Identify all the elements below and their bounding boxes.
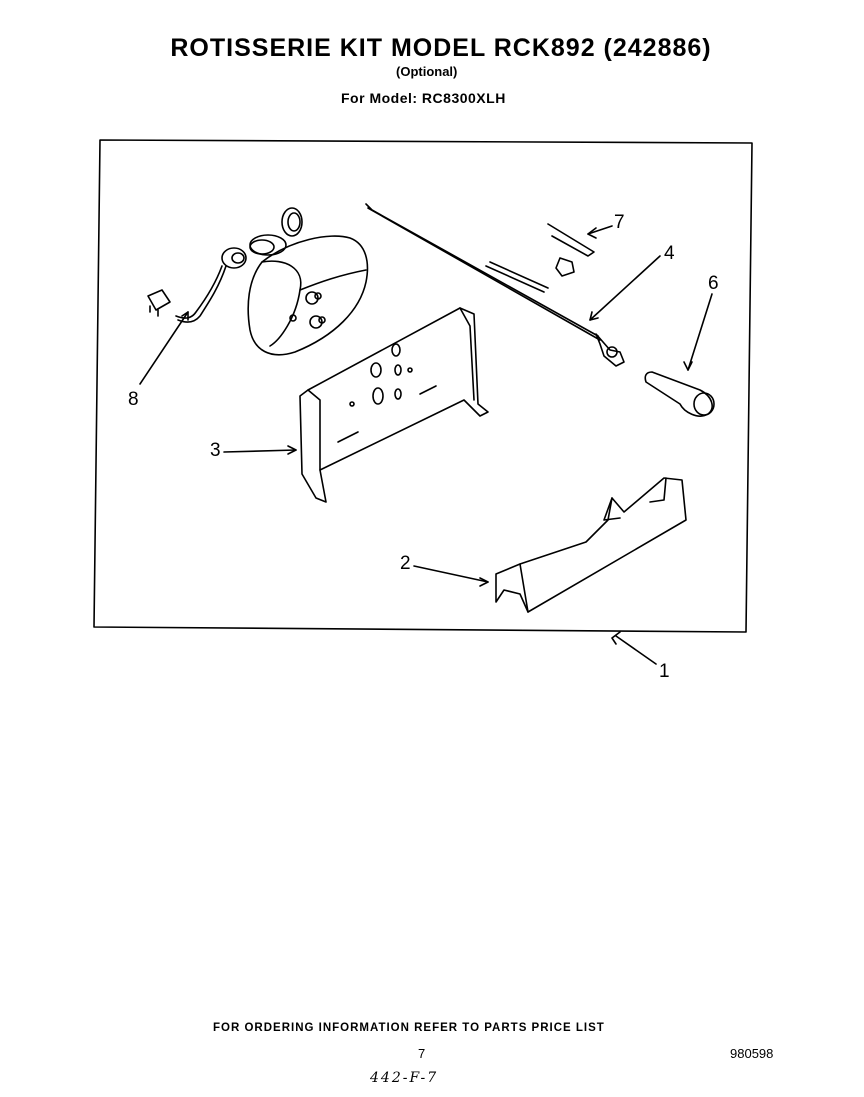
ordering-info-note: FOR ORDERING INFORMATION REFER TO PARTS … xyxy=(213,1022,605,1034)
handwritten-note: 442-F-7 xyxy=(370,1070,439,1086)
callout-1: 1 xyxy=(659,661,670,682)
rear-support xyxy=(495,477,687,613)
spit-handle xyxy=(644,371,715,417)
spit-fork xyxy=(485,223,595,293)
callout-8: 8 xyxy=(128,389,139,410)
motor-housing xyxy=(247,235,369,356)
motor-bracket xyxy=(299,307,489,503)
callout-2: 2 xyxy=(400,553,411,574)
model-line: For Model: RC8300XLH xyxy=(341,90,506,106)
leader-lines xyxy=(139,225,713,665)
power-cord xyxy=(147,207,303,323)
spit-rod xyxy=(365,203,625,367)
page-number: 7 xyxy=(418,1046,426,1061)
kit-boundary-box xyxy=(93,139,753,633)
optional-label: (Optional) xyxy=(396,64,458,79)
callout-4: 4 xyxy=(664,243,675,264)
page-title: ROTISSERIE KIT MODEL RCK892 (242886) xyxy=(170,34,712,62)
callout-6: 6 xyxy=(708,273,719,294)
callout-3: 3 xyxy=(210,440,221,461)
callout-7: 7 xyxy=(614,212,625,233)
document-number: 980598 xyxy=(730,1046,774,1061)
